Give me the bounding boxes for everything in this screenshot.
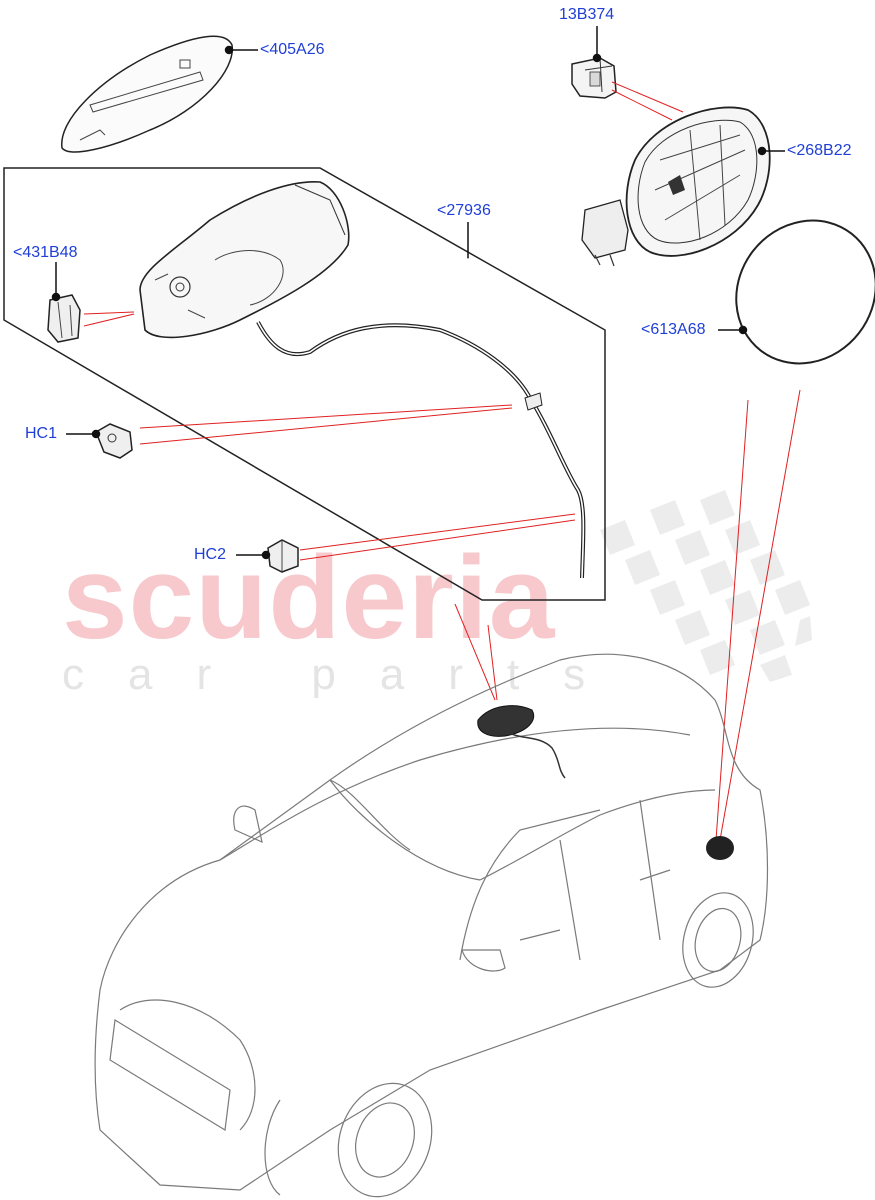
vehicle-fuel-housing-location [477,705,566,779]
watermark-tagline: car parts [62,650,630,699]
part-431B48-switch[interactable] [47,294,81,343]
part-HC2-clip[interactable] [267,539,299,573]
callout-27936[interactable]: <27936 [437,202,491,219]
vehicle-fuel-door [706,836,734,860]
callout-13B374[interactable]: 13B374 [559,6,615,23]
callout-HC2[interactable]: HC2 [194,546,227,563]
red-leader-lines [83,81,801,841]
part-HC1-clip[interactable] [95,423,133,459]
callout-405A26[interactable]: <405A26 [260,41,325,58]
part-13B374-actuator[interactable] [571,57,617,99]
part-27936-housing-cable[interactable] [139,181,586,579]
callout-268B22[interactable]: <268B22 [787,142,852,159]
checkered-flag-watermark [600,490,812,682]
vehicle-outline [94,653,769,1198]
part-405A26-trim[interactable] [61,35,233,153]
kit-outline-27936 [3,167,606,601]
part-268B22-door-assembly[interactable] [581,106,771,267]
callout-431B48[interactable]: <431B48 [13,244,78,261]
part-613A68-seal[interactable] [708,192,875,391]
callout-613A68[interactable]: <613A68 [641,321,706,338]
watermark-logo-text: scuderia [62,532,556,664]
callout-markers [51,26,785,560]
callout-HC1[interactable]: HC1 [25,425,58,442]
